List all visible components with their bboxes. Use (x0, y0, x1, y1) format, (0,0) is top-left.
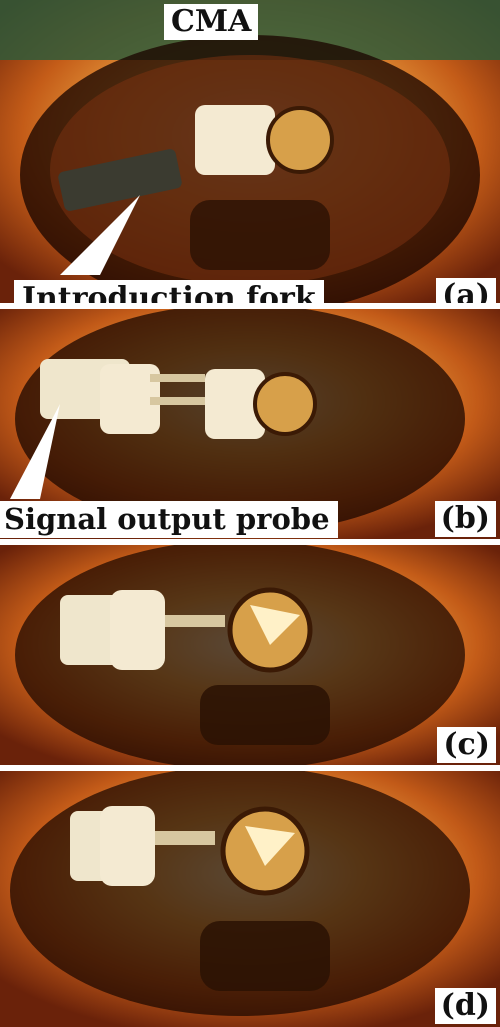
panel-separator (0, 303, 500, 309)
cma-label: CMA (164, 4, 259, 40)
sample-holder (195, 105, 275, 175)
photo-panel-a: CMA Introduction fork (a) (0, 0, 500, 303)
introduction-fork-rod (58, 149, 182, 211)
probe-contact (155, 831, 215, 845)
photo-panel-c: (c) (0, 545, 500, 765)
callout-introduction-fork: Introduction fork (14, 280, 324, 303)
chamber-photo-c (0, 545, 500, 765)
panel-letter-d: (d) (434, 988, 496, 1024)
sample-holder-b (205, 369, 265, 439)
callout-pointer-a (60, 195, 140, 275)
panel-letter-a: (a) (436, 278, 496, 303)
chamber-photo-a (0, 0, 500, 303)
photo-panel-b: Signal output probe (b) (0, 309, 500, 539)
panel-separator (0, 539, 500, 545)
panel-letter-b: (b) (434, 501, 496, 537)
panel-separator (0, 765, 500, 771)
panel-letter-c: (c) (437, 727, 496, 763)
chamber-photo-d (0, 771, 500, 1027)
photo-panel-d: (d) (0, 771, 500, 1027)
chamber-photo-b (0, 309, 500, 539)
callout-pointer-b (10, 404, 60, 499)
callout-signal-output-probe: Signal output probe (0, 501, 338, 538)
